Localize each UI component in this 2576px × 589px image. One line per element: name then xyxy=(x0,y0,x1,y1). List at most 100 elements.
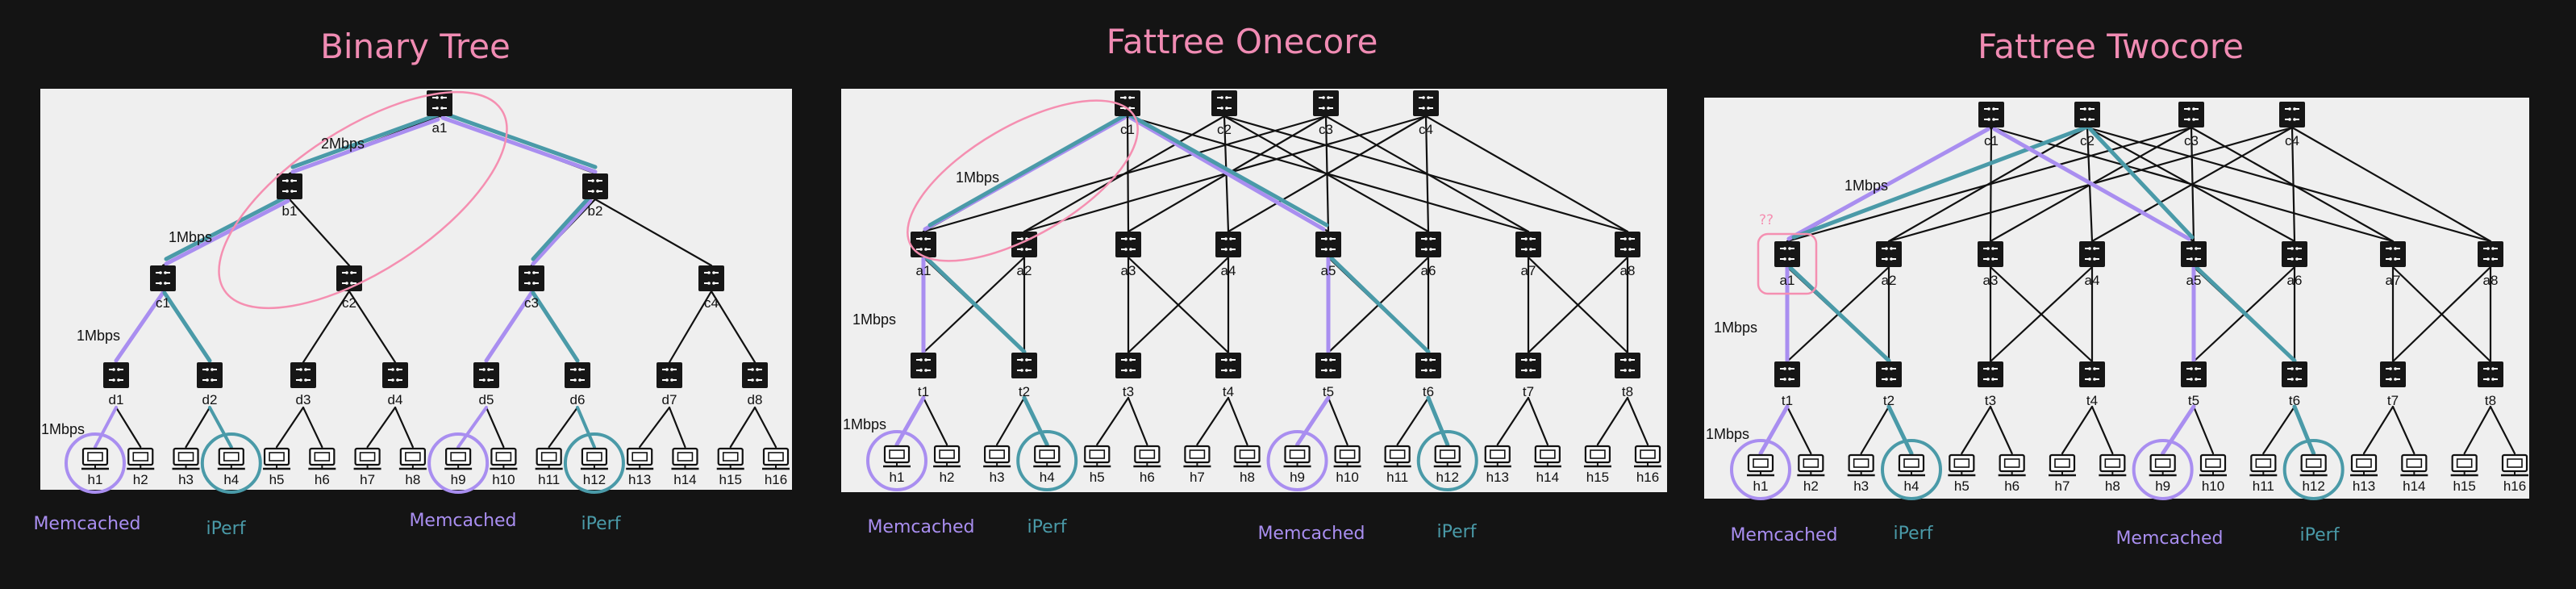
monitor-frame xyxy=(218,447,244,466)
monitor-frame xyxy=(2199,453,2227,473)
switch-icon xyxy=(2178,102,2204,127)
switch-arrow-head xyxy=(2288,107,2291,111)
switch-body xyxy=(103,362,129,388)
monitor-frame xyxy=(1134,445,1161,464)
iperf-annotation: iPerf xyxy=(581,514,622,534)
switch-arrow-head xyxy=(707,282,711,285)
iperf-path xyxy=(440,111,598,169)
monitor-frame xyxy=(2250,453,2277,473)
memcached-host-marker xyxy=(2132,439,2194,500)
host-label: h11 xyxy=(538,472,560,487)
host-label: h6 xyxy=(315,472,330,487)
node-label: c4 xyxy=(1419,122,1433,137)
switch-arrow-head xyxy=(573,368,577,371)
node-label: a6 xyxy=(2287,273,2303,288)
switch-arrow-head xyxy=(1427,96,1430,99)
switch-arrow-head xyxy=(482,378,486,382)
switch-body xyxy=(1515,353,1541,378)
node-label: c4 xyxy=(2285,133,2299,148)
switch-arrow-head xyxy=(1885,378,1888,381)
monitor-screen xyxy=(1089,449,1106,459)
link xyxy=(348,290,397,364)
node-label: b2 xyxy=(588,203,603,219)
switch-arrow-head xyxy=(286,190,289,193)
monitor-screen xyxy=(1139,449,1156,459)
panel-title: Binary Tree xyxy=(320,27,511,66)
iperf-path xyxy=(531,290,580,363)
switch-arrow-head xyxy=(1991,247,1995,250)
switch-arrow-head xyxy=(1329,369,1332,372)
switch-arrow-head xyxy=(1429,369,1432,372)
switch-icon xyxy=(2079,241,2105,267)
link xyxy=(668,406,686,449)
switch-arrow-head xyxy=(1224,237,1228,240)
switch-icon xyxy=(1978,241,2003,267)
node-label: c3 xyxy=(1319,122,1333,137)
switch-arrow-head xyxy=(1324,358,1328,361)
host-label: h16 xyxy=(765,472,787,487)
monitor-screen xyxy=(495,452,512,462)
computer-monitor-icon xyxy=(1133,445,1161,468)
switch-arrow-head xyxy=(665,378,669,382)
monitor-frame xyxy=(1999,453,2025,473)
switch-arrow-head xyxy=(1991,378,1995,381)
monitor-screen xyxy=(87,452,103,462)
switch-arrow-head xyxy=(2491,367,2495,370)
computer-monitor-icon xyxy=(716,447,744,470)
switch-arrow-head xyxy=(2187,118,2190,121)
switch-arrow-head xyxy=(1429,237,1432,240)
switch-arrow-head xyxy=(1986,257,1990,261)
switch-body xyxy=(2478,361,2503,387)
switch-arrow-head xyxy=(2288,118,2291,121)
computer-monitor-icon xyxy=(1283,445,1311,468)
host-label: h5 xyxy=(269,472,285,487)
switch-arrow-head xyxy=(2394,367,2397,370)
switch-arrow-head xyxy=(159,282,162,285)
host-label: h9 xyxy=(1290,470,1305,485)
switch-arrow-head xyxy=(2192,107,2195,111)
computer-monitor-icon xyxy=(2299,453,2328,477)
host-label: h14 xyxy=(1536,470,1559,485)
switch-icon xyxy=(565,362,590,388)
switch-icon xyxy=(2181,241,2207,267)
monitor-screen xyxy=(450,452,466,462)
iperf-annotation: iPerf xyxy=(1894,524,1934,544)
switch-icon xyxy=(1515,353,1541,378)
memcached-path xyxy=(164,198,290,266)
monitor-screen xyxy=(2205,458,2221,468)
switch-arrow-head xyxy=(2389,257,2392,261)
switch-arrow-head xyxy=(299,368,302,371)
switch-arrow-head xyxy=(527,271,531,274)
computer-monitor-icon xyxy=(172,447,200,470)
node-label: c2 xyxy=(1217,122,1232,137)
switch-arrow-head xyxy=(2195,367,2198,370)
switch-arrow-head xyxy=(1424,237,1428,240)
node-label: d5 xyxy=(479,392,494,407)
link xyxy=(548,406,579,449)
monitor-frame xyxy=(2350,453,2378,473)
switch-body xyxy=(582,173,608,199)
switch-arrow-head xyxy=(756,378,759,382)
memcached-path xyxy=(2161,404,2196,456)
switch-arrow-head xyxy=(1788,367,1791,370)
computer-monitor-icon xyxy=(1998,453,2026,477)
host-label: h16 xyxy=(1636,470,1659,485)
switch-body xyxy=(1315,232,1341,257)
switch-icon xyxy=(657,362,682,388)
monitor-frame xyxy=(1234,445,1261,464)
monitor-frame xyxy=(1747,453,1774,473)
monitor-screen xyxy=(177,452,194,462)
switch-arrow-head xyxy=(1324,369,1328,372)
switch-body xyxy=(2380,361,2406,387)
switch-arrow-head xyxy=(2290,247,2294,250)
switch-body xyxy=(382,362,408,388)
switch-arrow-head xyxy=(2083,107,2086,111)
node-label: a6 xyxy=(1421,263,1436,278)
switch-arrow-head xyxy=(2195,257,2198,261)
link xyxy=(2086,126,2492,243)
computer-monitor-icon xyxy=(933,445,961,468)
host-label: h13 xyxy=(1486,470,1509,485)
iperf-host-marker xyxy=(200,432,262,494)
monitor-screen xyxy=(359,452,376,462)
